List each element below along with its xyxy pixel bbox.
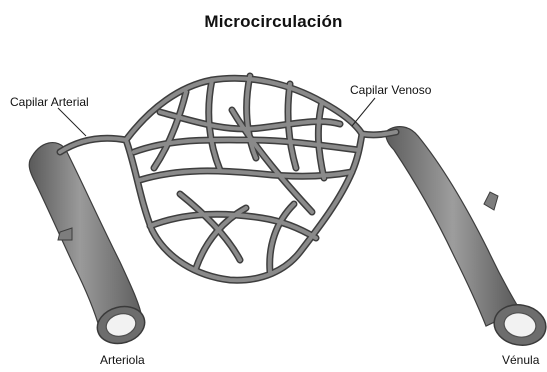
- arteriole-vessel: [29, 143, 149, 349]
- venule-vessel: [386, 127, 547, 350]
- label-capilar-venoso: Capilar Venoso: [350, 83, 431, 97]
- label-arteriola: Arteriola: [100, 353, 145, 367]
- leader-line-capilar-arterial: [58, 108, 86, 136]
- label-capilar-arterial: Capilar Arterial: [10, 95, 89, 109]
- label-venula: Vénula: [502, 353, 539, 367]
- leader-line-capilar-venoso: [352, 98, 375, 126]
